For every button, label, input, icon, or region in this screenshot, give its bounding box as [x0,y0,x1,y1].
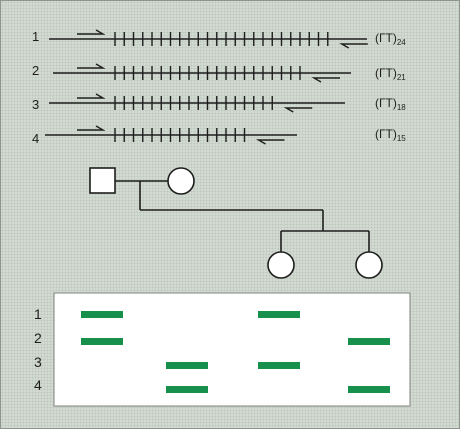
forward-primer-arrow-icon [77,29,106,35]
forward-primer-arrow-icon [77,125,106,131]
pedigree [89,167,383,279]
strand-2-repeat: (ГТ) [375,66,397,80]
strand-2-number: 2 [32,63,39,78]
gel-band-lane-2-row-3 [166,362,208,369]
strand-3-repeat-label: (ГТ)18 [375,96,406,112]
child-1-circle [267,251,295,279]
forward-primer-arrow-icon [77,63,106,69]
strand-1-repeat-label: (ГТ)24 [375,31,406,47]
gel-band-lane-2-row-4 [166,386,208,393]
strand-3-repeat: (ГТ) [375,96,397,110]
strand-4 [45,125,297,145]
strand-1 [49,29,368,49]
strand-2-repeat-count: 21 [397,73,406,82]
gel-band-lane-3-row-1 [258,311,300,318]
mother-circle [167,167,195,195]
gel-band-lane-1-row-2 [81,338,123,345]
strand-3-number: 3 [32,97,39,112]
gel-band-lane-4-row-4 [348,386,390,393]
reverse-primer-arrow-icon [311,77,340,83]
reverse-primer-arrow-icon [339,43,368,49]
strand-3-repeat-count: 18 [397,103,406,112]
reverse-primer-arrow-icon [255,139,285,145]
reverse-primer-arrow-icon [283,107,313,113]
strand-2-repeat-label: (ГТ)21 [375,66,406,82]
forward-primer-arrow-icon [77,93,106,99]
father-square [89,167,116,194]
gel-band-lane-3-row-3 [258,362,300,369]
child-2-circle [355,251,383,279]
strand-1-repeat: (ГТ) [375,31,397,45]
strand-2 [53,63,351,83]
strand-4-number: 4 [32,131,39,146]
strand-1-number: 1 [32,29,39,44]
gel-band-lane-1-row-1 [81,311,123,318]
strand-1-repeat-count: 24 [397,38,406,47]
gel-row-label-1: 1 [34,306,42,322]
strand-4-repeat: (ГТ) [375,127,397,141]
dna-strands [45,29,368,145]
gel-row-label-2: 2 [34,330,42,346]
gel-row-label-3: 3 [34,354,42,370]
strand-4-repeat-count: 15 [397,134,406,143]
strand-4-repeat-label: (ГТ)15 [375,127,406,143]
strand-3 [49,93,345,113]
gel-band-lane-4-row-2 [348,338,390,345]
gel-bands [81,311,390,393]
gel-row-label-4: 4 [34,377,42,393]
